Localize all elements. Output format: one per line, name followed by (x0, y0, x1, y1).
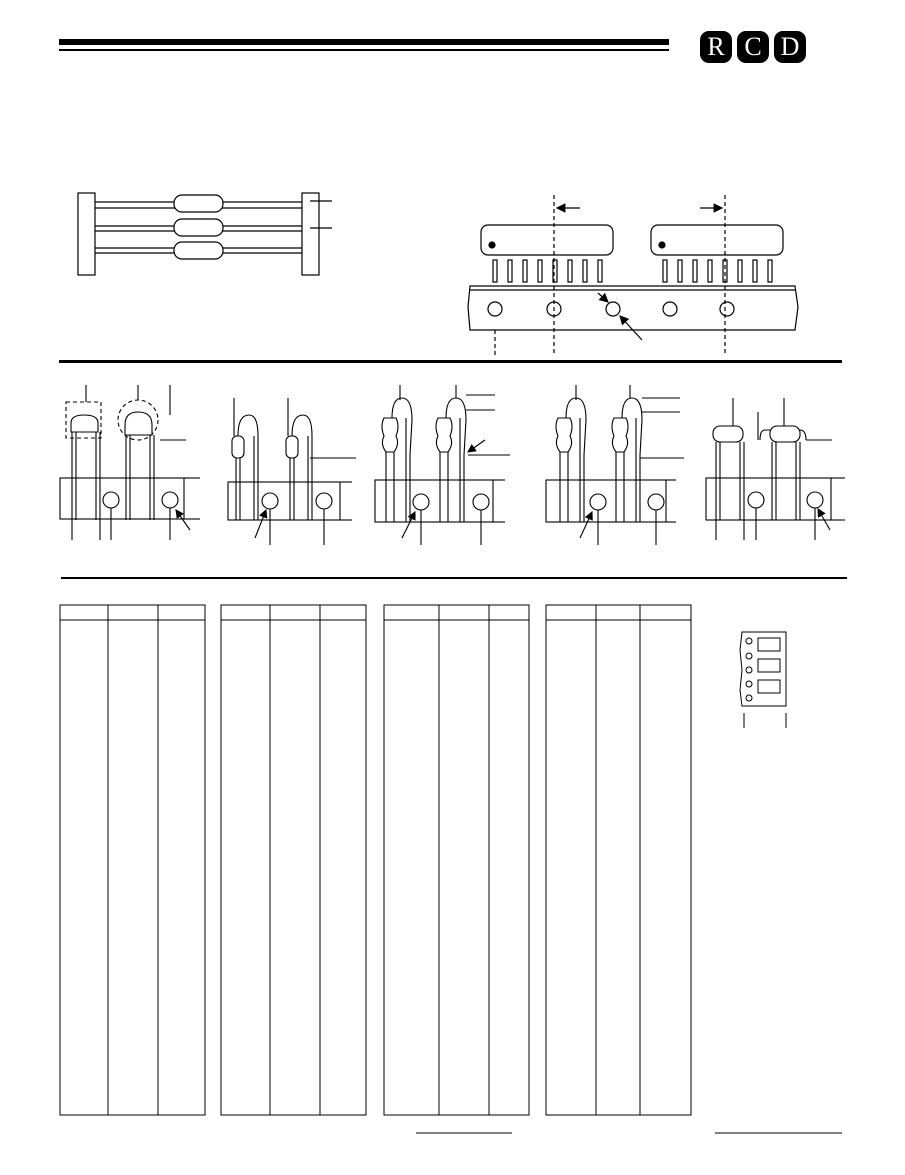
tape-style-a (59, 385, 200, 540)
sip-network-diagram (467, 195, 799, 355)
table-2 (220, 604, 367, 1116)
tape-style-b (227, 398, 356, 545)
tape-style-c (374, 385, 510, 545)
table-1 (59, 604, 206, 1116)
logo-letter-c: C (737, 31, 769, 63)
logo-letter-r: R (700, 31, 732, 63)
header-rule-thin (59, 49, 669, 51)
table-3 (383, 604, 530, 1116)
axial-resistor-diagram (77, 192, 332, 276)
section-rule-top (59, 360, 842, 363)
logo-letter-d: D (774, 31, 806, 63)
tape-style-e (705, 398, 845, 540)
header-rule-thick (59, 39, 669, 45)
tape-style-d (545, 385, 684, 545)
table-4 (545, 604, 692, 1116)
smd-tape-inset (739, 631, 787, 728)
section-rule-bottom (61, 577, 847, 579)
